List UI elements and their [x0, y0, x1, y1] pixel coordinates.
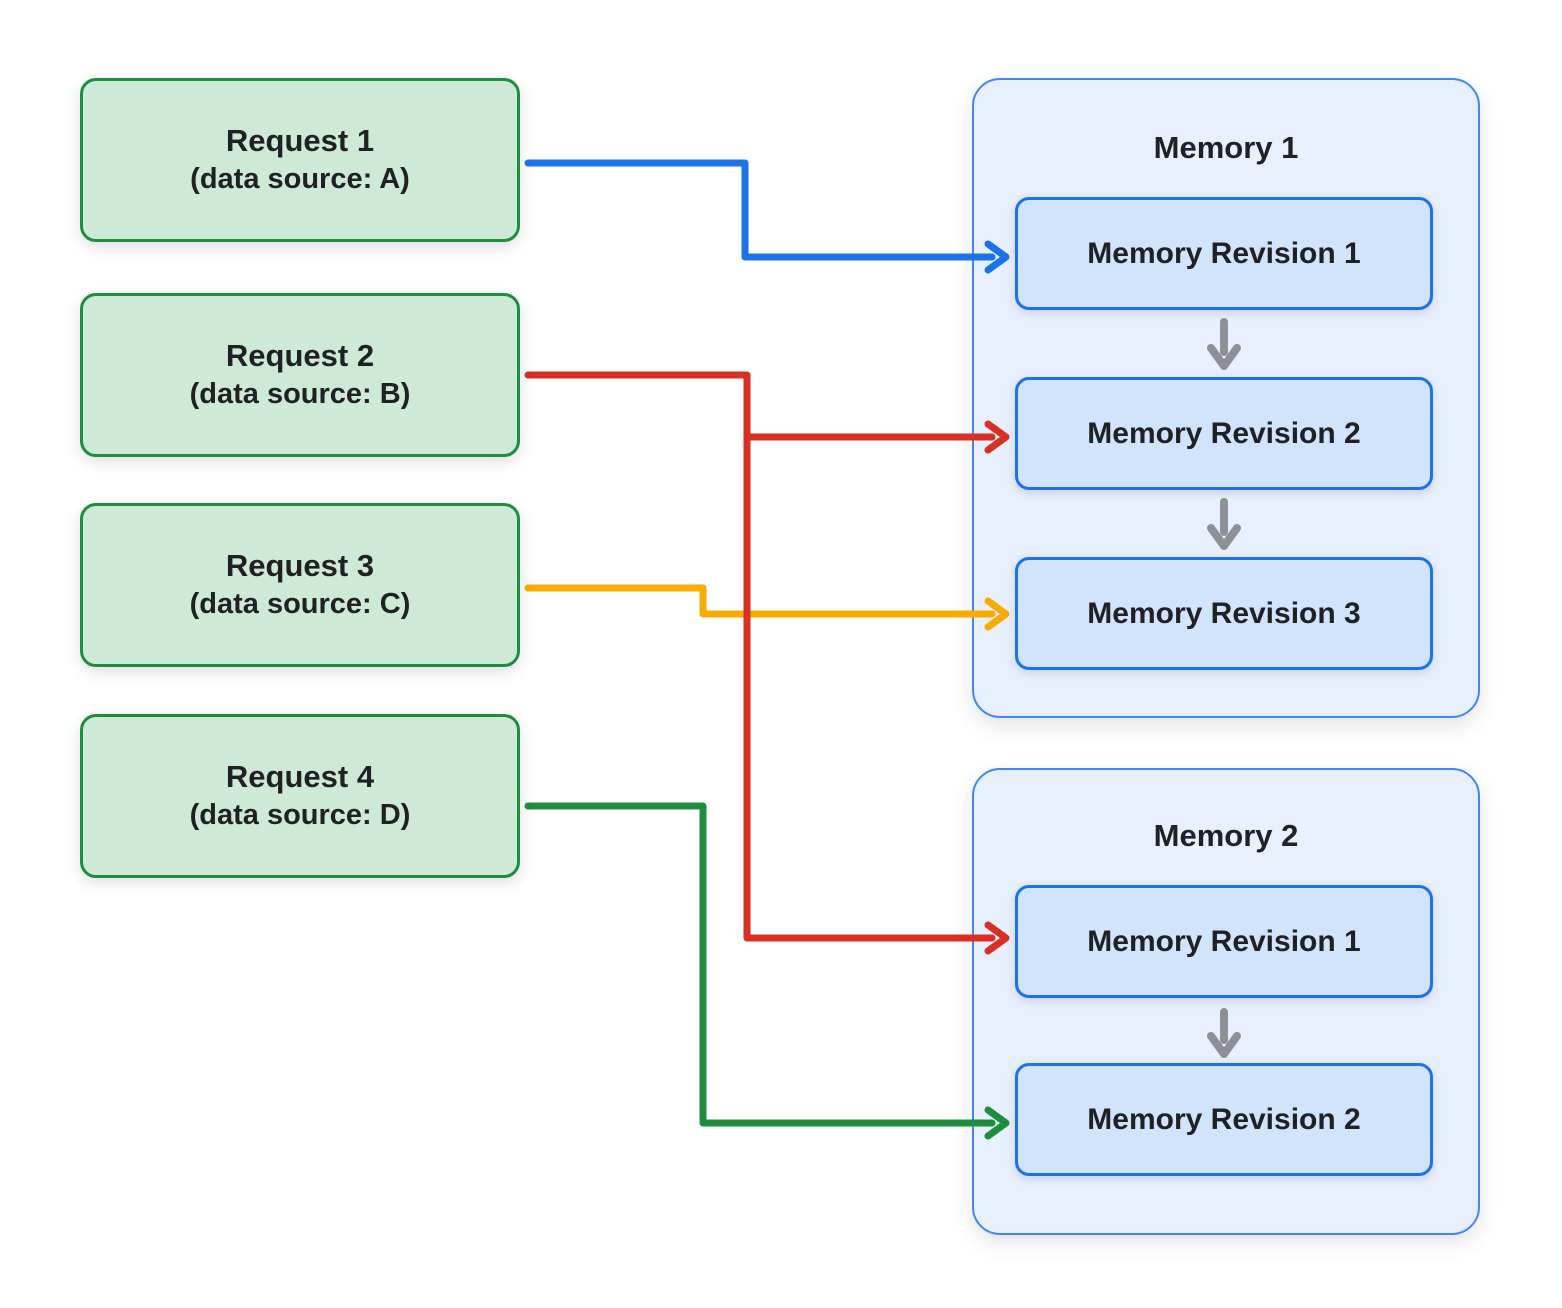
request-4-datasource: (data source: D): [189, 799, 411, 832]
wire-request4-to-memory2-revision2-arrowhead-icon: [984, 1106, 1010, 1140]
arrow-memory1-rev1-to-rev2-arrowhead-icon: [1207, 344, 1241, 370]
request-2-box: Request 2 (data source: B): [80, 293, 520, 457]
arrow-memory1-rev2-to-rev3-arrowhead-icon: [1207, 524, 1241, 550]
memory-1-title: Memory 1: [1153, 130, 1299, 165]
wire-request1-to-memory1-revision1: [524, 159, 996, 261]
request-3-datasource: (data source: C): [189, 588, 411, 621]
request-1-datasource: (data source: A): [190, 163, 410, 196]
request-3-box: Request 3 (data source: C): [80, 503, 520, 667]
memory-1-revision-1-box: Memory Revision 1: [1015, 197, 1433, 310]
request-2-label: Request 2: [225, 338, 375, 373]
wire-request3-to-memory1-revision3: [524, 584, 996, 618]
memory-2-revision-1-box: Memory Revision 1: [1015, 885, 1433, 998]
arrow-memory2-rev1-to-rev2-arrowhead-icon: [1207, 1032, 1241, 1058]
request-2-datasource: (data source: B): [189, 378, 411, 411]
request-3-label: Request 3: [225, 548, 375, 583]
request-4-box: Request 4 (data source: D): [80, 714, 520, 878]
wire-request3-to-memory1-revision3-arrowhead-icon: [984, 597, 1010, 631]
memory-1-revision-2-box: Memory Revision 2: [1015, 377, 1433, 490]
wire-request2-to-memory1-revision2-arrowhead-icon: [984, 420, 1010, 454]
wire-request4-to-memory2-revision2: [524, 802, 996, 1127]
request-1-label: Request 1: [225, 123, 375, 158]
wire-request1-to-memory1-revision1-arrowhead-icon: [984, 240, 1010, 274]
memory-2-title: Memory 2: [1153, 818, 1299, 853]
request-4-label: Request 4: [225, 759, 375, 794]
memory-2-revision-2-box: Memory Revision 2: [1015, 1063, 1433, 1176]
wire-request2-to-memory2-revision1-arrowhead-icon: [984, 921, 1010, 955]
request-1-box: Request 1 (data source: A): [80, 78, 520, 242]
memory-1-revision-3-box: Memory Revision 3: [1015, 557, 1433, 670]
wire-request2-to-memory2-revision1: [524, 371, 996, 942]
